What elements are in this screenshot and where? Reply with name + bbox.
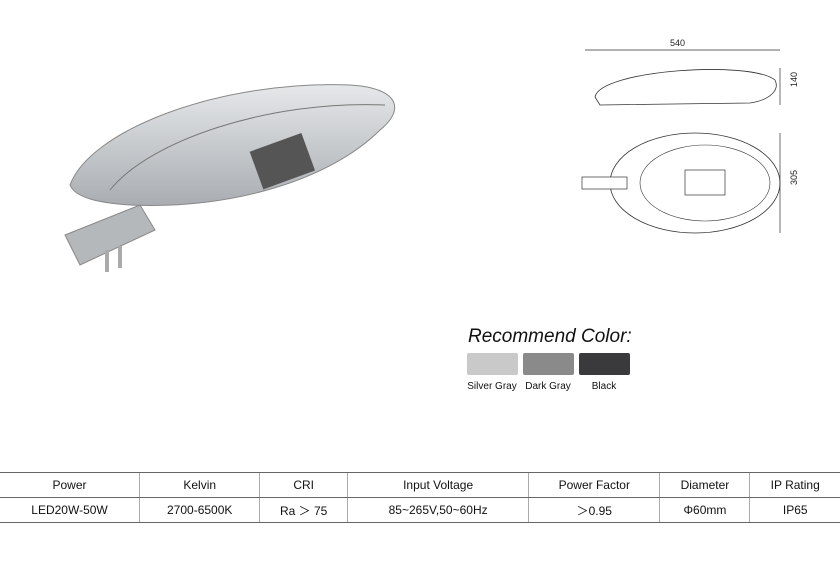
dimension-drawing: 540 140 305 — [581, 38, 799, 234]
swatch-black — [579, 353, 630, 375]
width-dimension: 540 — [670, 38, 685, 48]
header-cell: Input Voltage — [347, 472, 529, 498]
recommend-color-title: Recommend Color: — [468, 326, 632, 347]
swatch-label: Dark Gray — [525, 381, 571, 392]
header-cell: Power Factor — [528, 472, 660, 498]
header-cell: Power — [0, 472, 140, 498]
value-cell: 2700-6500K — [139, 497, 260, 523]
depth-dimension: 305 — [789, 170, 799, 185]
table-header-row: Power Kelvin CRI Input Voltage Power Fac… — [0, 472, 840, 498]
header-cell: Diameter — [659, 472, 750, 498]
value-cell: Φ60mm — [659, 497, 750, 523]
value-cell: ＞0.95 — [528, 497, 660, 523]
height-dimension: 140 — [789, 72, 799, 87]
value-cell: IP65 — [749, 497, 840, 523]
street-light-photo — [64, 84, 396, 272]
spec-table: Power Kelvin CRI Input Voltage Power Fac… — [0, 472, 840, 523]
header-cell: IP Rating — [749, 472, 840, 498]
swatch-label: Silver Gray — [467, 381, 517, 392]
header-cell: Kelvin — [139, 472, 260, 498]
header-cell: CRI — [259, 472, 348, 498]
swatch-dark-gray — [523, 353, 574, 375]
value-cell: Ra ＞ 75 — [259, 497, 348, 523]
table-row: LED20W-50W 2700-6500K Ra ＞ 75 85~265V,50… — [0, 497, 840, 523]
swatch-label: Black — [591, 381, 617, 392]
value-cell: LED20W-50W — [0, 497, 140, 523]
value-cell: 85~265V,50~60Hz — [347, 497, 529, 523]
swatch-silver-gray — [467, 353, 518, 375]
